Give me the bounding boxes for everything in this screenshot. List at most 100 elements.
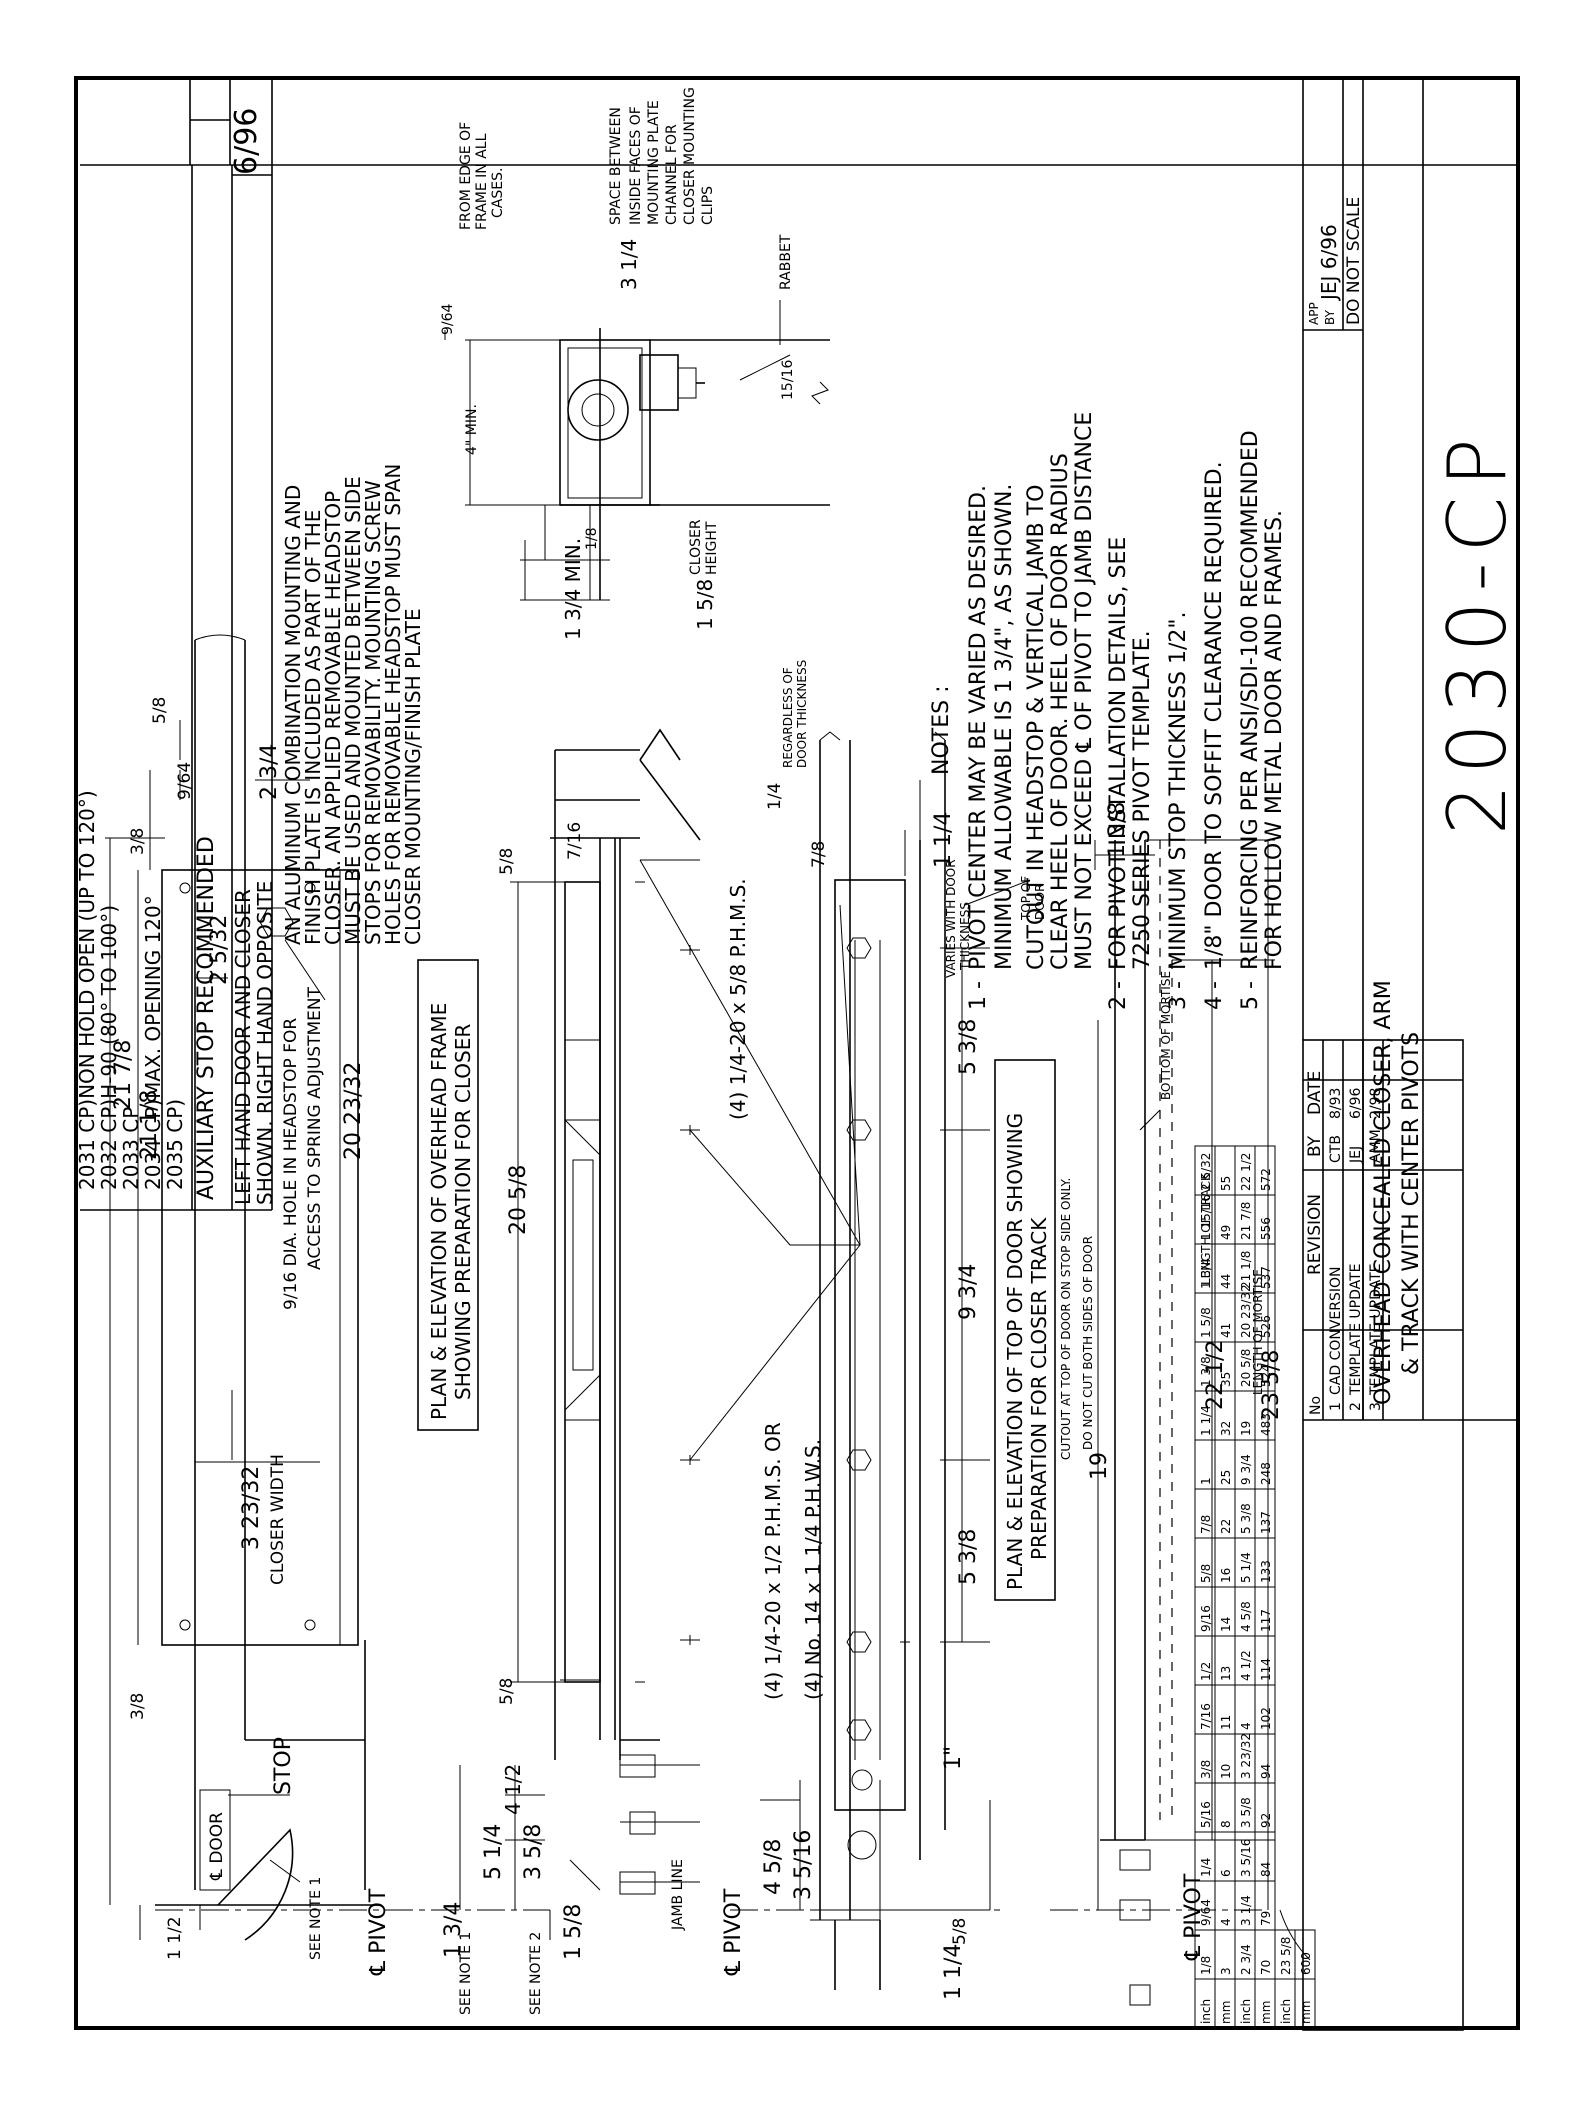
note-2-num: 2 - <box>1106 981 1131 1010</box>
note-5-num: 5 - <box>1238 981 1263 1010</box>
conv-cell-row1-inch-0: inch <box>1199 1999 1213 2024</box>
dim-5-8-elev-top: 5/8 <box>497 848 517 875</box>
note-5-line-2: FOR HOLLOW METAL DOOR AND FRAMES. <box>1262 510 1287 970</box>
note-1-line-4: CLEAR HEEL OF DOOR. HEEL OF DOOR RADIUS <box>1048 453 1073 970</box>
dim-1-3-4-elev: 1 3/4 <box>441 1902 466 1958</box>
four-min: 4" MIN. <box>464 404 480 455</box>
mounting-note-7: CLOSER MOUNTING/FINISH PLATE <box>401 608 425 945</box>
conv-cell-row1-inch-6: 7/16 <box>1199 1703 1213 1730</box>
conv-cell-row1-inch-3: 1/4 <box>1199 1858 1213 1877</box>
model-line-1: 2031 CP)NON HOLD OPEN (UP TO 120°) <box>75 790 99 1190</box>
dim-3-8-top: 3/8 <box>128 828 148 855</box>
dim-4-5-8: 4 5/8 <box>761 1839 786 1895</box>
see-note-2-elev: SEE NOTE 2 <box>528 1932 544 2015</box>
desc-line-2: & TRACK WITH CENTER PIVOTS <box>1399 1032 1424 1375</box>
conv-cell-row1-inch-5: 3/8 <box>1199 1760 1213 1779</box>
conv-cell-row1-mm-0: mm <box>1219 2001 1233 2024</box>
conv-cell-row1-mm-17: 55 <box>1219 1176 1233 1191</box>
frame-elevation <box>459 728 861 1940</box>
conv-cell-row1-inch-14: 1 5/8 <box>1199 1307 1213 1338</box>
conv-cell-row2-inch-3: 3 5/16 <box>1239 1839 1253 1877</box>
model-line-2: 2032 CP)H-90 (80° TO 100°) <box>97 905 121 1190</box>
conv-cell-row1-mm-8: 14 <box>1219 1617 1233 1632</box>
dim-19: 19 <box>1087 1452 1112 1480</box>
dim-7-16: 7/16 <box>565 822 585 860</box>
dim-9-3-4: 9 3/4 <box>956 1264 981 1320</box>
hand-date: 6/96 <box>229 108 264 175</box>
space-dim: 3 1/4 <box>617 239 641 290</box>
sheet-border <box>74 76 1520 2030</box>
dim-21-7-8: 21 7/8 <box>111 1040 136 1110</box>
revision-table <box>1302 1039 1518 2031</box>
conv-cell-row1-mm-9: 16 <box>1219 1568 1233 1583</box>
closer-width-label: CLOSER WIDTH <box>268 1454 288 1585</box>
dim-1-1-4-door: 1 1/4 <box>941 1944 966 2000</box>
rabbet-label: RABBET <box>778 234 794 290</box>
note-3-num: 3 - <box>1166 981 1191 1010</box>
auxiliary-stop: AUXILIARY STOP RECOMMENDED <box>194 836 219 1200</box>
dim-1-1-4: 1 1/4 <box>931 812 956 868</box>
conv-cell-row2-mm-6: 102 <box>1259 1707 1273 1730</box>
note-1-line-1: PIVOT CENTER MAY BE VARIED AS DESIRED. <box>966 485 991 970</box>
drawing-number: 2030-CP <box>1431 428 1524 835</box>
rev-header-revision: REVISION <box>1305 1194 1325 1275</box>
rev-3-by: AMM <box>1368 1129 1384 1163</box>
pivot-bottom: ℄ PIVOT <box>1181 1873 1206 1961</box>
dim-5-3-8-a: 5 3/8 <box>956 1019 981 1075</box>
conv-cell-row2-mm-3: 84 <box>1259 1862 1273 1877</box>
closer-height-1: CLOSER <box>688 519 704 575</box>
notes-heading: NOTES : <box>929 686 954 775</box>
space-note-3: MOUNTING PLATE <box>646 100 662 225</box>
conv-cell-row1-mm-2: 4 <box>1219 1918 1233 1926</box>
conv-cell-row1-inch-1: 1/8 <box>1199 1956 1213 1975</box>
dim-21-1-8: 21 1/8 <box>137 1090 162 1160</box>
top-of-door-1: TOP OF <box>1019 876 1033 921</box>
conv-cell-row2-inch-10: 5 3/8 <box>1239 1503 1253 1534</box>
track-elevation <box>1094 839 1311 2006</box>
note-2-line-2: 7250 SERIES PIVOT TEMPLATE. <box>1130 630 1155 970</box>
conv-cell-row2-inch-2: 3 1/4 <box>1239 1895 1253 1926</box>
screws-frame <box>680 945 700 1645</box>
space-note-2: INSIDE FACES OF <box>628 106 644 225</box>
conv-cell-row2-inch-1: 2 3/4 <box>1239 1944 1253 1975</box>
door-title-1: PLAN & ELEVATION OF TOP OF DOOR SHOWING <box>1003 1113 1027 1590</box>
dim-9-64: 9/64 <box>175 762 195 800</box>
conv-cell-row3-inch-0: inch <box>1279 1999 1293 2024</box>
conv-cell-row2-mm-16: 556 <box>1259 1217 1273 1240</box>
conv-cell-row1-inch-4: 5/16 <box>1199 1801 1213 1828</box>
dim-20-5-8: 20 5/8 <box>506 1165 531 1235</box>
conv-cell-row2-mm-1: 70 <box>1259 1960 1273 1975</box>
mounting-note-5: STOPS FOR REMOVABILITY. MOUNTING SCREW <box>361 480 385 945</box>
conv-cell-frame <box>1294 1929 1316 1980</box>
edge-note-1: FROM EDGE OF <box>458 122 474 230</box>
note-4-num: 4 - <box>1202 981 1227 1010</box>
space-note-1: SPACE BETWEEN <box>608 107 624 225</box>
rev-2-desc: TEMPLATE UPDATE <box>1348 1264 1364 1397</box>
conv-cell-row2-inch-5: 3 23/32 <box>1239 1733 1253 1779</box>
cutout-note-2: DO NOT CUT BOTH SIDES OF DOOR <box>1081 1236 1095 1450</box>
conv-cell-row2-mm-5: 94 <box>1259 1764 1273 1779</box>
stop-label: STOP <box>271 1737 296 1795</box>
dim-5-3-8-b: 5 3/8 <box>956 1529 981 1585</box>
model-line-5: 2035 CP) <box>163 1099 187 1190</box>
dim-1-5-8-elev: 1 5/8 <box>561 1904 586 1960</box>
dim-2-5-32: 2 5/32 <box>207 915 232 985</box>
rev-header-no: No <box>1308 1396 1324 1415</box>
varies-1: VARIES WITH DOOR <box>944 859 958 978</box>
regardless-2: DOOR THICKNESS <box>795 660 809 768</box>
jamb-line: JAMB LINE <box>670 1859 686 1931</box>
note-1-line-2: MINIMUM ALLOWABLE IS 1 3/4", AS SHOWN. <box>992 484 1017 970</box>
edge-note-3: CASES. <box>490 168 506 218</box>
note-1-num: 1 - <box>966 981 991 1010</box>
space-note-6: CLIPS <box>700 186 716 225</box>
dim-1-3-8: 1 3/8 <box>1105 802 1130 858</box>
note-2-line-1: FOR PIVOT INSTALLATION DETAILS, SEE <box>1106 537 1131 970</box>
conv-cell-row2-inch-17: 22 1/2 <box>1239 1153 1253 1191</box>
rev-1-no: 1 <box>1328 1402 1344 1411</box>
dim-5-8-door: 5/8 <box>950 1918 970 1945</box>
conv-cell-row1-mm-5: 10 <box>1219 1764 1233 1779</box>
conv-cell-row1-mm-15: 44 <box>1219 1274 1233 1289</box>
conv-cell-row2-inch-16: 21 7/8 <box>1239 1202 1253 1240</box>
varies-2: THICKNESS <box>958 902 972 971</box>
conv-cell-row2-inch-9: 5 1/4 <box>1239 1552 1253 1583</box>
